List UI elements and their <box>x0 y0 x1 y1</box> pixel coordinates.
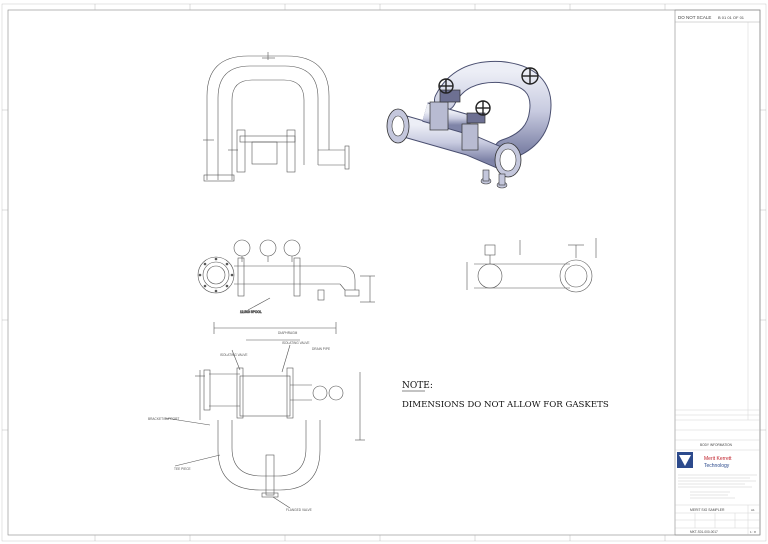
callout-drain-pipe: DRAIN PIPE <box>312 347 330 351</box>
drawing-title: MERIT SIG SAMPLER <box>690 508 725 512</box>
border-ticks <box>2 4 766 541</box>
drawing-number: MKT-S01-000-0017 <box>690 530 718 534</box>
isometric-view <box>386 60 552 189</box>
callout-flanged-valve: FLANGED VALVE <box>286 508 312 512</box>
title-block: DO NOT SCALE B 01 01 OF 01 BODY INFORMAT… <box>674 9 761 536</box>
sheet-outer-border <box>1 3 767 542</box>
callout-isolating-valve-left: ISOLATING VALVE <box>220 353 247 357</box>
company-name: Merit Kerrett <box>704 456 732 462</box>
note-text: DIMENSIONS DO NOT ALLOW FOR GASKETS <box>402 400 609 410</box>
sheet-info: B 01 01 OF 01 <box>718 15 745 20</box>
plan-view <box>164 322 365 509</box>
revision-cell: A1 <box>751 508 755 512</box>
callout-diaphragm: DIAPHRAGM <box>278 331 298 335</box>
logo-mark <box>679 455 691 466</box>
front-view-top <box>203 52 350 182</box>
do-not-scale-label: DO NOT SCALE <box>678 15 711 20</box>
company-subname: Technology <box>704 463 730 469</box>
side-view: 12.500 SPOOL <box>197 239 375 314</box>
end-view <box>466 238 597 293</box>
body-info-label: BODY INFORMATION <box>700 443 733 447</box>
callout-spool: 12.500 SPOOL <box>240 310 262 314</box>
callout-bracket: BRACKET/SUPPORT <box>148 417 179 421</box>
note-heading: NOTE: <box>402 381 433 391</box>
note-block: NOTE: DIMENSIONS DO NOT ALLOW FOR GASKET… <box>402 381 609 410</box>
sheet-border <box>7 9 761 536</box>
scale-cell: 1 : 8 <box>750 530 756 534</box>
callout-tee-piece: TEE PIECE <box>174 467 191 471</box>
callout-isolating-valve-right: ISOLATING VALVE <box>282 341 309 345</box>
